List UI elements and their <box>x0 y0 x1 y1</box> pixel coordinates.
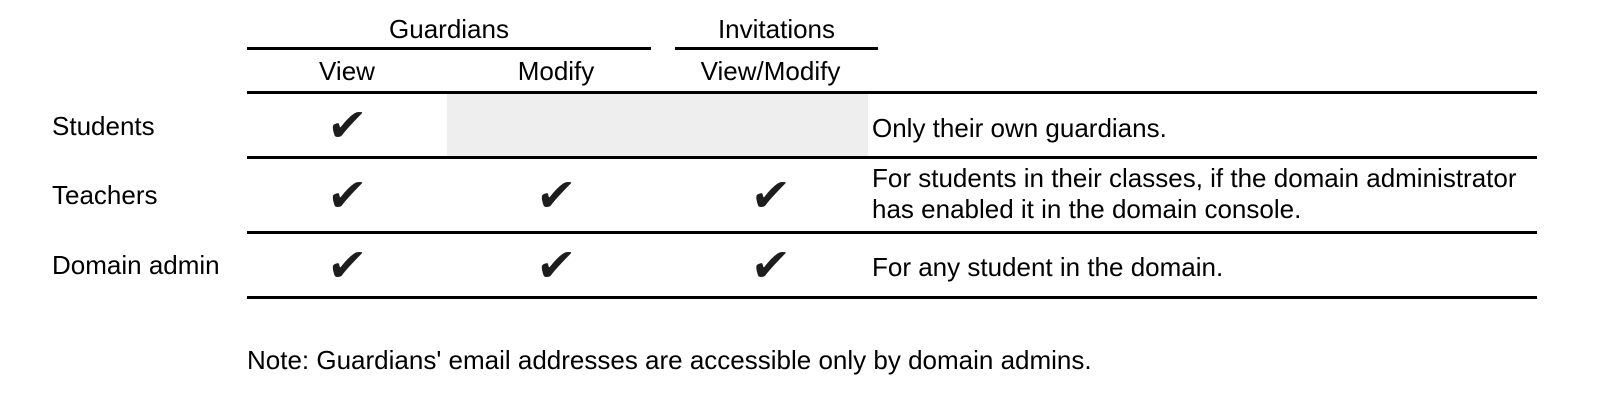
note-domain-admin: For any student in the domain. <box>872 251 1532 283</box>
note-line: has enabled it in the domain console. <box>872 194 1302 224</box>
note-teachers: For students in their classes, if the do… <box>872 163 1532 225</box>
check-icon-domain-admin-modify: ✔ <box>533 238 579 292</box>
check-icon-domain-admin-view: ✔ <box>324 238 370 292</box>
note-line: For students in their classes, if the do… <box>872 163 1517 193</box>
check-icon-students-modify <box>447 100 664 150</box>
footnote: Note: Guardians' email addresses are acc… <box>247 345 1092 375</box>
note-students: Only their own guardians. <box>872 112 1532 144</box>
group-header-guardians: Guardians <box>389 14 509 44</box>
disabled-cells-shade <box>447 94 868 156</box>
guardians-underline <box>247 47 651 50</box>
note-line: For any student in the domain. <box>872 252 1224 282</box>
header-divider-line <box>247 91 1537 94</box>
check-icon-teachers-modify: ✔ <box>533 168 579 222</box>
note-line: Only their own guardians. <box>872 113 1167 143</box>
group-header-invitations: Invitations <box>717 14 836 44</box>
row-label-teachers: Teachers <box>52 180 158 210</box>
check-icon-students-view: ✔ <box>324 98 370 152</box>
check-icon-domain-admin-view-modify: ✔ <box>748 238 793 292</box>
check-icon-teachers-view-modify: ✔ <box>748 168 793 222</box>
table-bottom-line <box>247 296 1537 299</box>
column-header-modify: Modify <box>517 56 595 86</box>
row-label-domain-admin: Domain admin <box>52 250 220 280</box>
check-icon-teachers-view: ✔ <box>324 168 370 222</box>
check-icon-students-view-modify <box>660 100 880 150</box>
invitations-underline <box>675 47 878 50</box>
row-divider-line <box>247 156 1537 159</box>
column-header-view-modify: View/Modify <box>700 56 841 86</box>
column-header-view: View <box>319 56 375 86</box>
row-divider-line <box>247 231 1537 234</box>
row-label-students: Students <box>52 111 155 141</box>
